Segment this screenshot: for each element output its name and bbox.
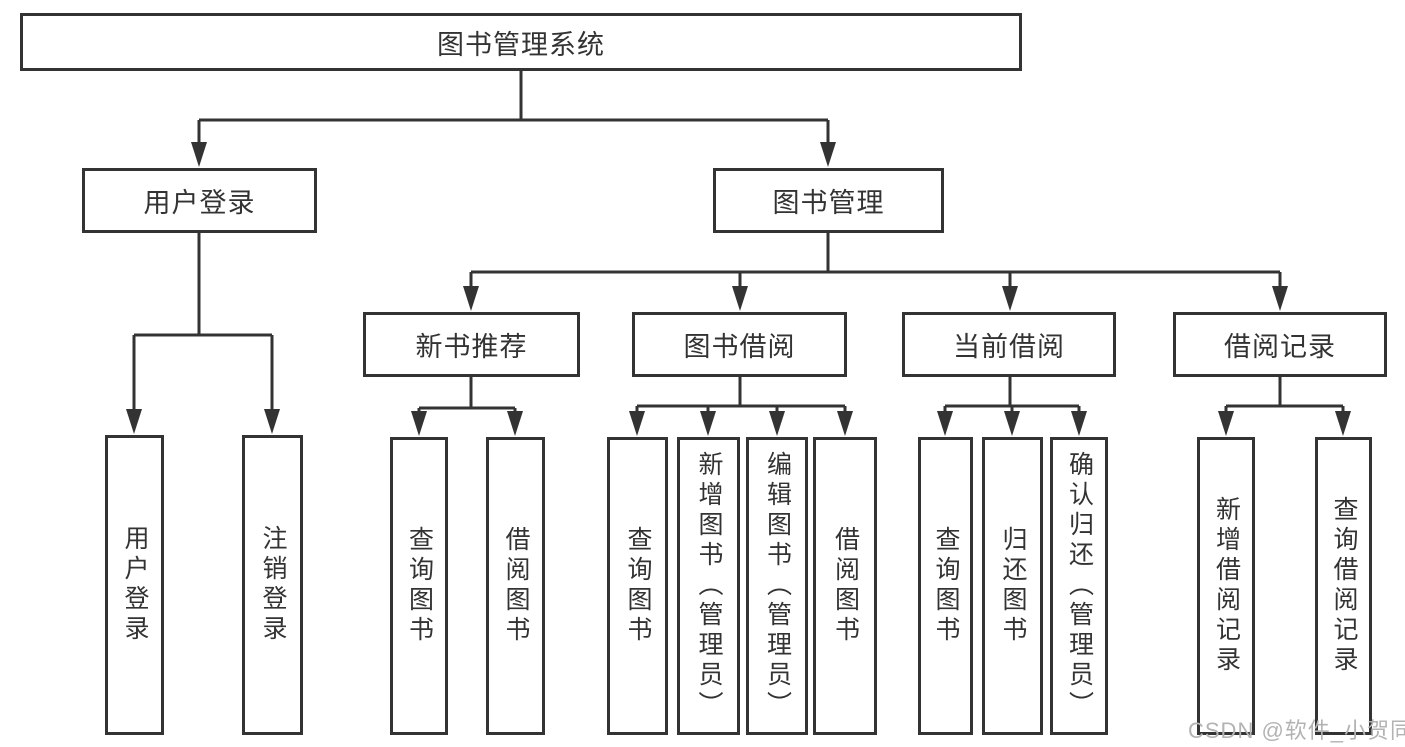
leaf-query-books-recommend: 查询图书: [390, 437, 448, 735]
leaf-return-books-label: 归还图书: [999, 526, 1027, 646]
node-user-login-label: 用户登录: [143, 188, 256, 218]
leaf-add-books-admin: 新增图书（管理员）: [677, 437, 740, 735]
leaf-user-login-label: 用户登录: [121, 525, 149, 645]
node-user-login: 用户登录: [82, 168, 317, 233]
leaf-return-books: 归还图书: [982, 437, 1043, 735]
leaf-edit-books-admin-label: 编辑图书（管理员）: [763, 451, 792, 721]
node-borrow-records: 借阅记录: [1173, 312, 1387, 377]
leaf-logout-login: 注销登录: [242, 435, 303, 735]
node-book-management: 图书管理: [713, 168, 944, 233]
leaf-borrow-books: 借阅图书: [813, 437, 877, 735]
leaf-query-books-recommend-label: 查询图书: [405, 526, 434, 646]
leaf-query-books-borrow-label: 查询图书: [624, 526, 652, 646]
leaf-borrow-books-recommend-label: 借阅图书: [502, 526, 530, 646]
leaf-add-borrow-record: 新增借阅记录: [1197, 437, 1255, 735]
arrowheads: [126, 142, 1351, 436]
node-book-management-label: 图书管理: [772, 188, 885, 218]
node-root-system: 图书管理系统: [20, 13, 1022, 71]
leaf-query-borrow-record: 查询借阅记录: [1315, 437, 1372, 735]
node-root-label: 图书管理系统: [437, 29, 605, 60]
node-new-book-recommend-label: 新书推荐: [415, 332, 528, 362]
csdn-watermark: CSDN @软件_小贺同学: [1188, 718, 1405, 743]
leaf-add-borrow-record-label: 新增借阅记录: [1212, 496, 1241, 676]
leaf-confirm-return-admin: 确认归还（管理员）: [1050, 437, 1108, 735]
leaf-edit-books-admin: 编辑图书（管理员）: [746, 437, 808, 735]
leaf-query-books-borrow: 查询图书: [607, 437, 668, 735]
node-borrow-records-label: 借阅记录: [1224, 332, 1336, 362]
node-book-borrow-label: 图书借阅: [683, 332, 796, 362]
node-current-borrow-label: 当前借阅: [953, 332, 1065, 362]
leaf-query-books-current-label: 查询图书: [932, 526, 960, 646]
leaf-logout-login-label: 注销登录: [259, 525, 287, 645]
leaf-query-borrow-record-label: 查询借阅记录: [1330, 496, 1358, 676]
leaf-confirm-return-admin-label: 确认归还（管理员）: [1065, 451, 1094, 721]
leaf-add-books-admin-label: 新增图书（管理员）: [695, 451, 723, 721]
node-current-borrow: 当前借阅: [902, 312, 1116, 377]
leaf-borrow-books-label: 借阅图书: [831, 526, 860, 646]
leaf-query-books-current: 查询图书: [918, 437, 973, 735]
node-new-book-recommend: 新书推荐: [363, 312, 580, 377]
node-book-borrow: 图书借阅: [632, 312, 847, 377]
leaf-user-login: 用户登录: [105, 435, 164, 735]
leaf-borrow-books-recommend: 借阅图书: [486, 437, 545, 735]
